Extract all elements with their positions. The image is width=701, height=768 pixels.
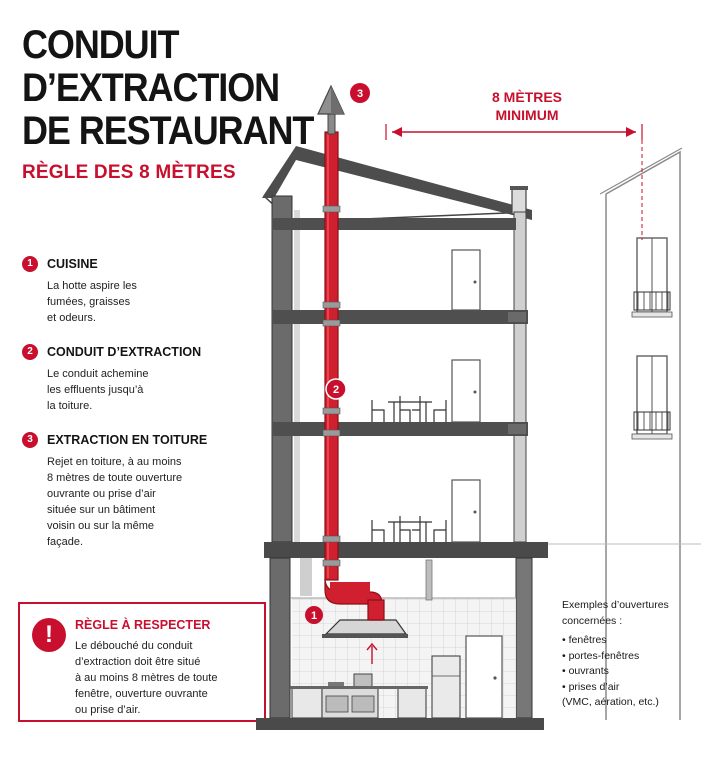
badge-roof: 3 bbox=[350, 83, 370, 103]
list-item: • ouvrants bbox=[562, 665, 609, 677]
kitchen-hood bbox=[322, 619, 408, 664]
legend-description: La hotte aspire les fumées, graisses et … bbox=[47, 280, 137, 324]
title-line-2: D’EXTRACTION bbox=[22, 66, 280, 110]
extraction-duct bbox=[317, 84, 385, 621]
distance-label-line-2: MINIMUM bbox=[495, 107, 559, 123]
rule-callout: ! RÈGLE À RESPECTER Le débouché du condu… bbox=[18, 602, 266, 722]
distance-dimension-line bbox=[385, 124, 643, 240]
legend-number-badge: 3 bbox=[22, 432, 38, 448]
legend-title: CONDUIT D’EXTRACTION bbox=[47, 345, 202, 359]
legend-description: Rejet en toiture, à au moins 8 mètres de… bbox=[47, 456, 183, 548]
exclamation-icon: ! bbox=[32, 618, 66, 652]
distance-label: 8 MÈTRES MINIMUM bbox=[462, 88, 592, 124]
neighbour-window-lower bbox=[631, 355, 673, 440]
kitchen-door bbox=[465, 635, 503, 719]
wall-pipe bbox=[425, 559, 433, 601]
floor-door-lower bbox=[451, 479, 481, 543]
badge-hood: 1 bbox=[305, 606, 323, 624]
rule-title: RÈGLE À RESPECTER bbox=[75, 618, 211, 632]
examples-title: Exemples d’ouvertures concernées : bbox=[562, 599, 669, 627]
up-arrow-icon bbox=[366, 642, 378, 651]
kitchen-equipment bbox=[290, 655, 461, 719]
legend-description: Le conduit achemine les effluents jusqu’… bbox=[47, 368, 149, 412]
list-item: • fenêtres bbox=[562, 634, 607, 646]
distance-label-line-1: 8 MÈTRES bbox=[491, 89, 562, 105]
floor-door-top bbox=[451, 249, 481, 311]
floor-door-middle bbox=[451, 359, 481, 423]
list-item: • prises d’air (VMC, aération, etc.) bbox=[562, 680, 659, 709]
title-line-1: CONDUIT bbox=[22, 23, 180, 67]
legend-number-badge: 2 bbox=[22, 344, 38, 360]
list-item: • portes-fenêtres bbox=[562, 649, 640, 662]
page-title: CONDUIT D’EXTRACTION DE RESTAURANT bbox=[22, 23, 314, 153]
badge-duct: 2 bbox=[325, 378, 347, 400]
main-building bbox=[256, 146, 548, 730]
page-subtitle: RÈGLE DES 8 MÈTRES bbox=[22, 162, 236, 183]
examples-list: • fenêtres • portes-fenêtres • ouvrants … bbox=[562, 633, 697, 711]
svg-text:3: 3 bbox=[357, 88, 363, 100]
neighbour-building bbox=[547, 147, 701, 720]
neighbour-window-upper bbox=[631, 237, 673, 318]
legend-title: CUISINE bbox=[47, 257, 98, 271]
opening-examples: Exemples d’ouvertures concernées : • fen… bbox=[562, 598, 697, 711]
dining-table-chairs-middle bbox=[371, 396, 447, 422]
legend-title: EXTRACTION EN TOITURE bbox=[47, 433, 208, 447]
svg-text:2: 2 bbox=[333, 384, 339, 396]
rule-text: Le débouché du conduit d’extraction doit… bbox=[75, 640, 218, 716]
dining-table-chairs-lower bbox=[371, 516, 447, 542]
legend-number-badge: 1 bbox=[22, 256, 38, 272]
svg-text:1: 1 bbox=[311, 610, 317, 622]
